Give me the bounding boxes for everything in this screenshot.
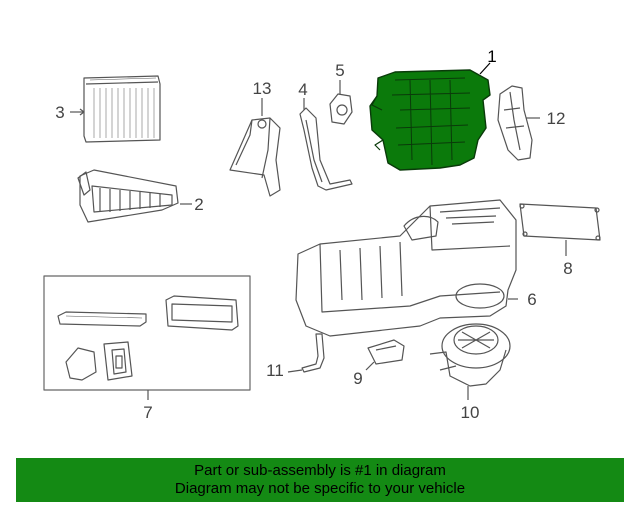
callout-13: 13 — [253, 79, 272, 98]
part-5-actuator[interactable] — [329, 93, 353, 125]
part-2-heater-core[interactable] — [77, 169, 179, 223]
callout-8: 8 — [563, 259, 572, 278]
banner-line-2: Diagram may not be specific to your vehi… — [174, 480, 466, 497]
callout-7: 7 — [143, 403, 152, 422]
callout-11: 11 — [266, 361, 284, 380]
part-13-duct[interactable] — [229, 117, 281, 197]
leader-11 — [287, 369, 303, 373]
callout-12: 12 — [547, 109, 566, 128]
info-banner: Part or sub-assembly is #1 in diagram Di… — [16, 458, 624, 502]
callout-6: 6 — [527, 290, 536, 309]
part-3-evaporator[interactable] — [83, 75, 161, 143]
callout-10: 10 — [461, 403, 480, 422]
part-7-kit-box[interactable] — [43, 275, 251, 391]
part-8-bracket[interactable] — [519, 203, 601, 241]
part-10-blower-motor[interactable] — [429, 323, 511, 387]
callout-1: 1 — [487, 47, 496, 66]
part-9-bracket[interactable] — [367, 339, 405, 365]
part-11-drain-tube[interactable] — [301, 333, 325, 373]
part-12-duct[interactable] — [497, 85, 533, 161]
banner-line-1: Part or sub-assembly is #1 in diagram — [194, 462, 446, 479]
part-1-hvac-housing[interactable] — [369, 69, 491, 171]
callout-5: 5 — [335, 61, 344, 80]
callout-2: 2 — [194, 195, 203, 214]
callout-9: 9 — [353, 369, 362, 388]
leader-1 — [479, 62, 491, 75]
callout-4: 4 — [298, 80, 307, 99]
callout-3: 3 — [55, 103, 64, 122]
part-6-case-assembly[interactable] — [295, 199, 517, 337]
leader-9 — [365, 361, 375, 371]
part-4-bracket[interactable] — [299, 107, 353, 191]
